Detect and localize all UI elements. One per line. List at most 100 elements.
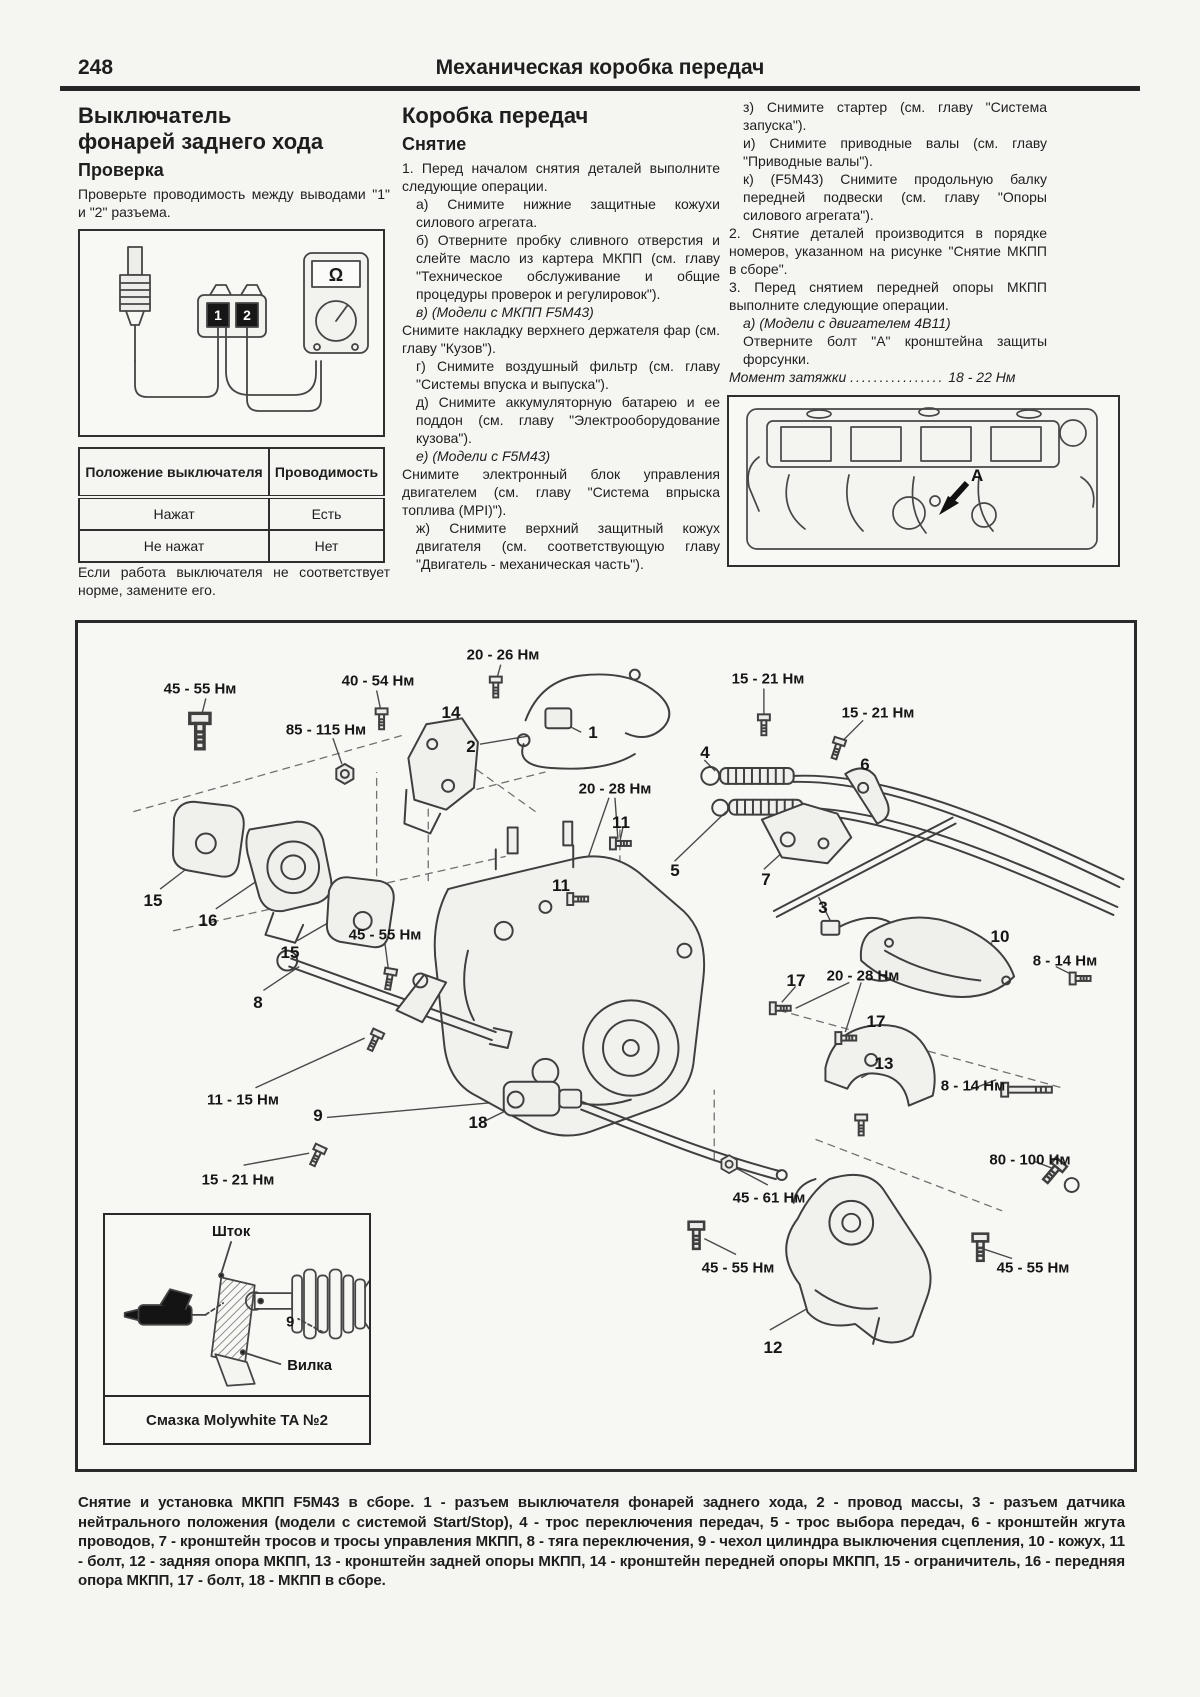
right-column: з) Снимите стартер (см. главу "Система з… [729, 98, 1047, 386]
removal-steps: 1. Перед началом снятия деталей выполнит… [402, 159, 720, 573]
torque-spec-line: Момент затяжки ................ 18 - 22 … [729, 368, 1047, 386]
ohm-symbol: Ω [329, 265, 343, 285]
paragraph: г) Снимите воздушный фильтр (см. главу "… [416, 358, 720, 392]
torque-label: 15 - 21 Нм [201, 1171, 275, 1189]
switch-note: Если работа выключателя не соответствует… [78, 564, 390, 598]
arrow-a-icon [939, 496, 959, 515]
part-number-label: 9 [313, 1106, 323, 1125]
table-header-conductivity: Проводимость [268, 447, 385, 499]
torque-label: 45 - 55 Нм [348, 926, 422, 944]
part-number-label: 11 [612, 813, 630, 832]
switch-test-figure: 1 2 Ω [78, 229, 385, 437]
paragraph: 1. Перед началом снятия деталей выполнит… [402, 160, 720, 194]
part-number-label: 6 [860, 755, 870, 774]
torque-label: 11 - 15 Нм [207, 1091, 279, 1109]
removal-steps-continued: з) Снимите стартер (см. главу "Система з… [729, 98, 1047, 368]
conductivity-table: Положение выключателя Проводимость Нажат… [77, 447, 385, 563]
paragraph: е) (Модели с F5M43) [416, 448, 551, 464]
part-number-label: 15 [280, 943, 300, 962]
paragraph: б) Отверните пробку сливного отверстия и… [416, 232, 720, 302]
torque-spec-dots: ................ [850, 369, 945, 385]
part-number-label: 14 [441, 703, 461, 722]
paragraph: в) (Модели с МКПП F5M43) [416, 304, 594, 320]
paragraph: ж) Снимите верхний защитный кожух двигат… [416, 520, 720, 572]
table-cell: Нет [268, 529, 385, 563]
bolt-a-marker: A [971, 466, 983, 485]
part-number-label: 10 [990, 927, 1010, 946]
switch-test-drawing: 1 2 Ω [119, 246, 369, 412]
paragraph: а) (Модели с двигателем 4В11) [743, 315, 951, 331]
part-number-label: 17 [866, 1012, 886, 1031]
table-cell: Не нажат [77, 529, 271, 563]
engine-bolt-figure: A [727, 395, 1120, 567]
part-number-label: 15 [143, 891, 163, 910]
torque-label: 40 - 54 Нм [341, 672, 415, 690]
torque-label: 45 - 55 Нм [163, 680, 237, 698]
pin1-label: 1 [214, 307, 222, 323]
torque-label: 8 - 14 Нм [940, 1077, 1006, 1095]
left-column: Выключатель фонарей заднего хода Проверк… [77, 103, 390, 599]
middle-column: Коробка передач Снятие 1. Перед началом … [402, 103, 720, 573]
table-cell: Нажат [77, 496, 271, 531]
part-number-label: 2 [466, 737, 476, 756]
part-number-label: 5 [670, 861, 680, 880]
part-number-label: 8 [253, 993, 263, 1012]
paragraph: д) Снимите аккумуляторную батарею и ее п… [416, 394, 720, 446]
engine-bolt-drawing: A [746, 407, 1098, 550]
paragraph: Снимите электронный блок управления двиг… [402, 466, 720, 518]
inset-part-number: 9 [286, 1315, 294, 1331]
check-intro: Проверьте проводимость между выводами "1… [78, 186, 390, 220]
part-number-label: 7 [761, 870, 771, 889]
torque-label: 45 - 55 Нм [701, 1259, 775, 1277]
part-number-label: 13 [874, 1054, 894, 1073]
subsection-title-check: Проверка [78, 160, 164, 180]
paragraph: к) (F5M43) Снимите продольную балку пере… [743, 171, 1047, 223]
part-number-label: 12 [763, 1338, 783, 1357]
rod-label: Шток [212, 1224, 251, 1240]
header-rule [60, 86, 1140, 91]
torque-label: 8 - 14 Нм [1032, 952, 1098, 970]
section-title-line2: фонарей заднего хода [78, 129, 324, 154]
torque-label: 80 - 100 Нм [989, 1151, 1071, 1169]
part-number-label: 17 [786, 971, 806, 990]
paragraph: Снимите накладку верхнего держателя фар … [402, 322, 720, 356]
lubrication-inset: Шток 9 Вилка Смазка Molywhite TA №2 [103, 1213, 371, 1445]
part-number-label: 3 [818, 898, 828, 917]
torque-label: 45 - 61 Нм [732, 1189, 806, 1207]
part-number-label: 16 [198, 911, 218, 930]
paragraph: 2. Снятие деталей производится в порядке… [729, 225, 1047, 277]
part-number-label: 11 [552, 876, 570, 895]
pin2-label: 2 [243, 307, 251, 323]
figure-legend: Снятие и установка МКПП F5M43 в сборе. 1… [78, 1494, 1125, 1589]
table-header-position: Положение выключателя [77, 447, 271, 499]
table-cell: Есть [268, 496, 385, 531]
torque-label: 15 - 21 Нм [841, 704, 915, 722]
torque-label: 45 - 55 Нм [996, 1259, 1070, 1277]
torque-spec-label: Момент затяжки [729, 369, 847, 385]
paragraph: 3. Перед снятием передней опоры МКПП вып… [729, 279, 1047, 313]
paragraph: Отверните болт "А" кронштейна защиты фор… [743, 333, 1047, 367]
torque-label: 20 - 26 Нм [466, 646, 540, 664]
torque-label: 15 - 21 Нм [731, 670, 805, 688]
section-title-line1: Выключатель [78, 103, 232, 128]
torque-label: 20 - 28 Нм [826, 967, 900, 985]
part-number-label: 4 [700, 743, 710, 762]
grease-caption: Смазка Molywhite TA №2 [105, 1395, 369, 1443]
page-number: 248 [78, 56, 114, 79]
section-title-switch: Выключатель фонарей заднего хода [78, 103, 390, 155]
exploded-view-drawing [133, 664, 1125, 1345]
lubrication-drawing: Шток 9 Вилка [123, 1224, 369, 1387]
fork-label: Вилка [287, 1358, 333, 1374]
part-number-label: 1 [588, 723, 598, 742]
torque-label: 85 - 115 Нм [285, 721, 367, 739]
paragraph: з) Снимите стартер (см. главу "Система з… [743, 99, 1047, 133]
paragraph: и) Снимите приводные валы (см. главу "Пр… [743, 135, 1047, 169]
part-number-label: 18 [468, 1113, 488, 1132]
section-title-gearbox: Коробка передач [402, 103, 589, 128]
page-title: Механическая коробка передач [435, 56, 765, 79]
transmission-exploded-diagram: 20 - 26 Нм 40 - 54 Нм 45 - 55 Нм 85 - 115 Н… [75, 620, 1137, 1472]
